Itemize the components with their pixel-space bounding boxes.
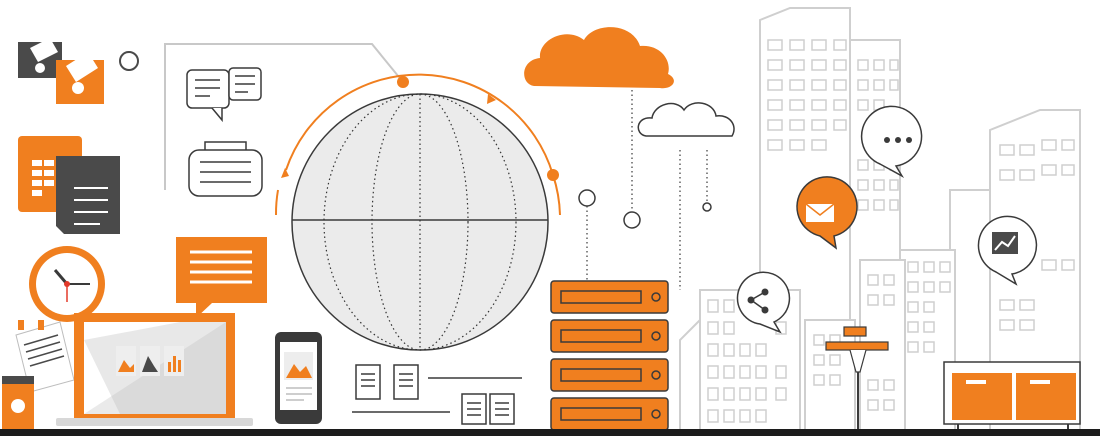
wall-clock-icon [29, 246, 105, 322]
chat-typing-bubble-icon [860, 105, 923, 178]
cabinet-icon [943, 361, 1081, 432]
coffee-cup-icon [2, 376, 34, 430]
chart-bubble-icon [977, 215, 1038, 286]
message-bubble-icon [176, 237, 267, 318]
laptop-icon [56, 313, 253, 426]
mail-envelopes-icon [18, 38, 139, 104]
lamp-post-icon [825, 326, 889, 430]
papers-icon [15, 320, 75, 393]
chat-bubbles-icon [186, 67, 262, 123]
smartphone-icon [275, 332, 322, 424]
connector-lines [164, 43, 404, 190]
globe-icon [274, 73, 561, 351]
ground-line [0, 429, 1100, 436]
small-document-icons [352, 364, 522, 425]
spreadsheet-document-icon [18, 136, 120, 234]
server-rack-icon [550, 280, 669, 431]
cloud-icon [524, 27, 735, 290]
email-bubble-icon [796, 176, 858, 250]
share-bubble-icon [736, 271, 791, 334]
briefcase-icon [188, 141, 263, 197]
